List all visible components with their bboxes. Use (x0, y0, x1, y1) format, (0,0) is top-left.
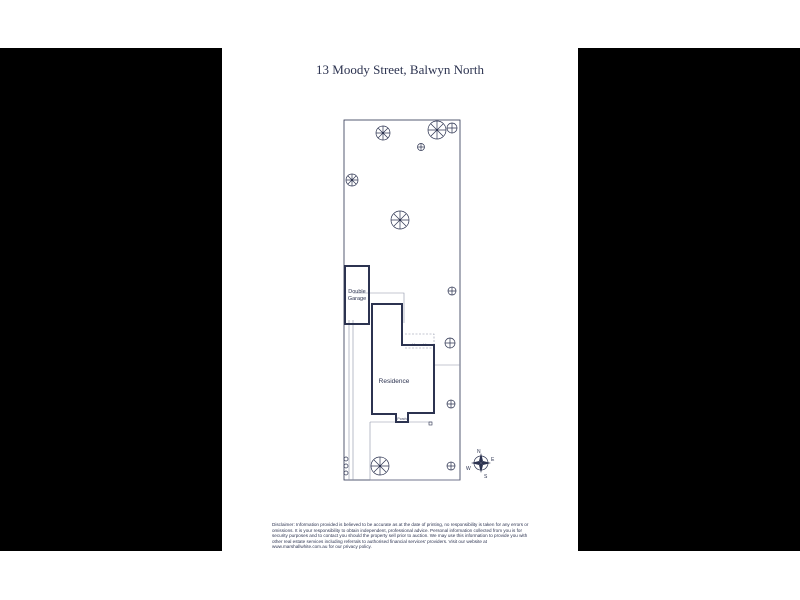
floor-plan-sheet: 13 Moody Street, Balwyn North (222, 48, 578, 551)
left-black-bar (0, 48, 222, 551)
tree-icon (446, 461, 456, 471)
residence-label: Residence (379, 378, 410, 385)
tree-icon (446, 399, 456, 409)
garage-label-line2: Garage (348, 296, 366, 302)
tree-icon (417, 143, 425, 151)
porch-label: Porch (397, 417, 406, 421)
right-black-bar (578, 48, 800, 551)
tree-icon (390, 210, 410, 230)
verandah-label: Verandah (413, 343, 428, 347)
garage-label-line1: Double (348, 289, 365, 295)
compass-west: W (466, 466, 471, 472)
compass-east: E (491, 457, 495, 463)
verandah-outline (405, 333, 435, 349)
downpipe (428, 421, 433, 426)
residence-outline (371, 303, 435, 423)
tree-icon (370, 456, 390, 476)
tree-icon (446, 122, 458, 134)
site-plan-drawing: Double Garage Residence Verandah Porch N… (343, 119, 495, 481)
fence-lines (348, 292, 460, 481)
disclaimer-text: Disclaimer: Information provided is beli… (272, 522, 529, 550)
tree-icon (343, 456, 349, 476)
top-margin (0, 0, 800, 48)
property-address-title: 13 Moody Street, Balwyn North (316, 62, 484, 77)
bottom-margin (0, 551, 800, 600)
tree-icon (427, 120, 447, 140)
tree-icon (447, 286, 457, 296)
tree-icon (444, 337, 456, 349)
double-garage (344, 265, 370, 325)
trees (343, 120, 458, 476)
tree-icon (375, 125, 391, 141)
compass-south: S (484, 474, 488, 480)
tree-icon (345, 173, 359, 187)
compass-north: N (477, 449, 481, 455)
north-compass: N E S W (466, 449, 495, 480)
